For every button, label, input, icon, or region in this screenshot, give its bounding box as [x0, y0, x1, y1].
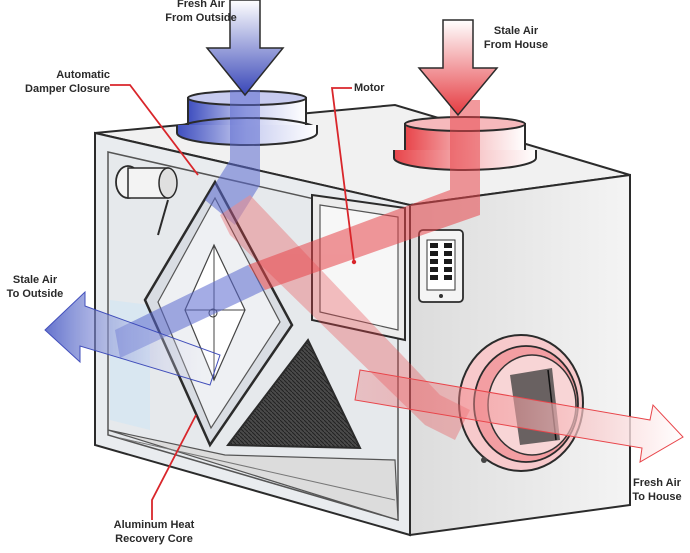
label-fresh-air-to-house: Fresh Air To House: [626, 476, 688, 504]
blower-grill: [226, 338, 362, 450]
label-motor: Motor: [354, 81, 385, 95]
leader-damper: [110, 84, 199, 176]
label-damper-line2: Damper Closure: [25, 83, 110, 95]
label-stale-out-line1: Stale Air: [12, 274, 58, 286]
fresh-air-out-arrow: [354, 369, 684, 463]
label-fresh-in-line2: From Outside: [165, 12, 237, 24]
label-automatic-damper-closure: Automatic Damper Closure: [10, 68, 110, 96]
label-stale-air-to-outside: Stale Air To Outside: [4, 273, 66, 301]
label-fresh-air-from-outside: Fresh Air From Outside: [156, 0, 246, 25]
damper-fan: [115, 165, 178, 236]
label-core-line1: Aluminum Heat: [113, 519, 195, 531]
leader-lines: [110, 84, 355, 520]
label-damper-line1: Automatic: [56, 69, 110, 81]
label-fresh-out-line1: Fresh Air: [633, 477, 681, 489]
leader-core: [151, 414, 197, 520]
label-fresh-out-line2: To House: [632, 491, 682, 503]
control-panel: [418, 229, 464, 303]
label-stale-in-line2: From House: [483, 39, 549, 51]
label-stale-air-from-house: Stale Air From House: [480, 24, 552, 52]
label-core-line2: Recovery Core: [115, 533, 193, 545]
leader-motor: [330, 87, 355, 263]
stale-air-in-arrow: [417, 19, 499, 117]
stale-air-out-arrow: [44, 290, 221, 386]
cabinet-floor: [107, 429, 399, 521]
label-motor-line1: Motor: [354, 82, 385, 94]
label-stale-out-line2: To Outside: [6, 288, 64, 300]
label-stale-in-line1: Stale Air: [493, 25, 539, 37]
label-aluminum-heat-recovery-core: Aluminum Heat Recovery Core: [106, 518, 202, 546]
label-fresh-in-line1: Fresh Air: [177, 0, 225, 10]
fresh-air-in-arrow: [205, 0, 285, 97]
